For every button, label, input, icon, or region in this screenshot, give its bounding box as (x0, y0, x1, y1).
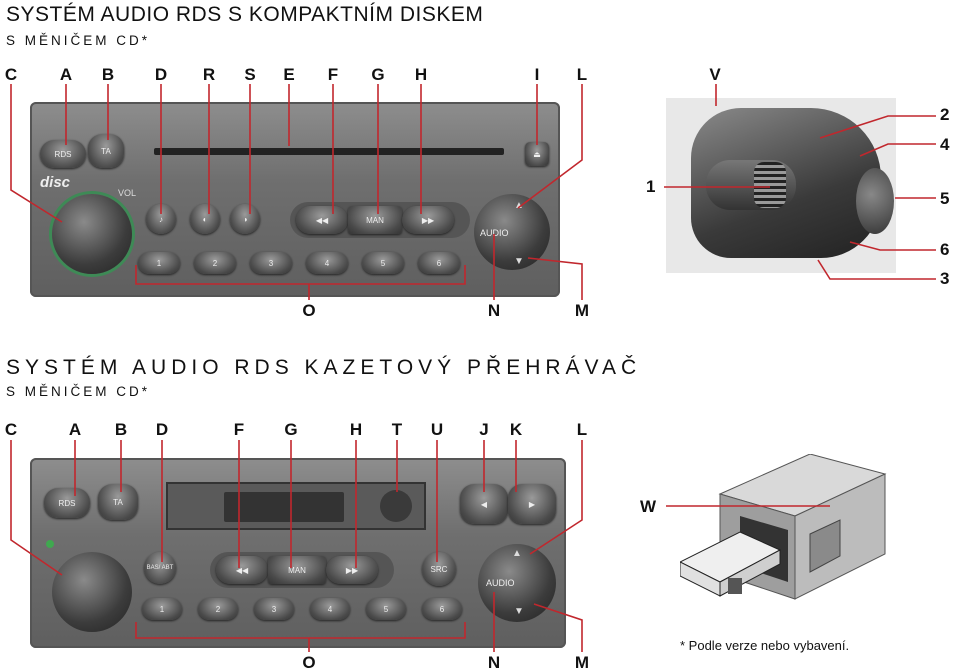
label-R: R (202, 65, 216, 84)
label-6: 6 (940, 240, 950, 259)
label-O: O (302, 301, 316, 320)
cd-slot (154, 148, 504, 155)
seek-back-button-2[interactable]: ◀◀ (216, 556, 268, 584)
label2-U: U (430, 420, 444, 439)
seek-forward-button-2[interactable]: ▶▶ (326, 556, 378, 584)
label2-B: B (114, 420, 128, 439)
preset2-5[interactable]: 5 (366, 598, 406, 620)
src-button[interactable]: SRC (422, 552, 456, 586)
audio-label-2: AUDIO (486, 578, 515, 588)
preset-6[interactable]: 6 (418, 252, 460, 274)
footnote: * Podle verze nebo vybavení. (680, 638, 850, 653)
preset-1[interactable]: 1 (138, 252, 180, 274)
section1-subtitle: S MĚNIČEM CD* (6, 33, 151, 48)
preset-4[interactable]: 4 (306, 252, 348, 274)
down-arrow-icon: ▼ (514, 256, 524, 267)
label-D: D (154, 65, 168, 84)
label2-C: C (4, 420, 18, 439)
label-G: G (371, 65, 385, 84)
label2-J: J (479, 420, 489, 439)
seek-forward-button[interactable]: ▶▶ (402, 206, 454, 234)
preset2-3[interactable]: 3 (254, 598, 294, 620)
label-C: C (4, 65, 18, 84)
vol-label: VOL (118, 188, 137, 198)
label-F: F (327, 65, 339, 84)
cassette-radio-faceplate: RDS TA ◀ ▶ BAS/ ABT ◀◀ MAN ▶▶ SRC AUDIO … (30, 458, 566, 648)
label-S: S (244, 65, 256, 84)
label-1: 1 (646, 177, 656, 196)
audio-rocker[interactable] (474, 194, 550, 270)
volume-knob[interactable] (52, 194, 132, 274)
label-L: L (576, 65, 588, 84)
preset2-4[interactable]: 4 (310, 598, 350, 620)
section2-subtitle: S MĚNIČEM CD* (6, 384, 151, 399)
ta-button-2[interactable]: TA (98, 484, 138, 520)
seek-back-button[interactable]: ◀◀ (296, 206, 348, 234)
eject-knob[interactable] (380, 490, 412, 522)
label2-N: N (487, 653, 501, 672)
cassette-door (166, 482, 426, 530)
label-W: W (639, 497, 657, 516)
man-button[interactable]: MAN (348, 206, 402, 234)
up-arrow-icon-2: ▲ (512, 548, 522, 559)
label-2: 2 (940, 105, 950, 124)
label2-T: T (391, 420, 403, 439)
preset2-2[interactable]: 2 (198, 598, 238, 620)
label-3: 3 (940, 269, 950, 288)
r-button[interactable]: ◐ (190, 204, 220, 234)
power-led (46, 540, 54, 548)
preset2-6[interactable]: 6 (422, 598, 462, 620)
label2-K: K (509, 420, 523, 439)
preset-2[interactable]: 2 (194, 252, 236, 274)
cd-changer-illustration (678, 453, 890, 604)
label2-O: O (302, 653, 316, 672)
label-H: H (414, 65, 428, 84)
rds-button-2[interactable]: RDS (44, 488, 90, 518)
label-I: I (534, 65, 540, 84)
label-V: V (709, 65, 721, 84)
label-5: 5 (940, 189, 950, 208)
rds-button[interactable]: RDS (40, 140, 86, 168)
cd-radio-faceplate: RDS TA ⏏ disc VOL ♪ ◐ ◑ ◀◀ MAN ▶▶ AUDIO … (30, 102, 560, 297)
audio-label: AUDIO (480, 228, 509, 238)
up-arrow-icon: ▲ (514, 200, 524, 211)
section1-title: SYSTÉM AUDIO RDS S KOMPAKTNÍM DISKEM (6, 3, 484, 26)
ta-button[interactable]: TA (88, 134, 124, 168)
volume-knob-2[interactable] (52, 552, 132, 632)
label2-H: H (349, 420, 363, 439)
man-button-2[interactable]: MAN (268, 556, 326, 584)
label2-A: A (68, 420, 82, 439)
bas-abt-button[interactable]: BAS/ ABT (144, 552, 176, 584)
preset2-1[interactable]: 1 (142, 598, 182, 620)
disc-logo: disc (40, 174, 71, 191)
label-A: A (59, 65, 73, 84)
down-arrow-icon-2: ▼ (514, 606, 524, 617)
preset-3[interactable]: 3 (250, 252, 292, 274)
preset-5[interactable]: 5 (362, 252, 404, 274)
eject-button[interactable]: ⏏ (525, 142, 549, 166)
label2-G: G (284, 420, 298, 439)
s-button[interactable]: ◑ (230, 204, 260, 234)
label2-L: L (576, 420, 588, 439)
label-N: N (487, 301, 501, 320)
label-4: 4 (940, 135, 950, 154)
audio-rocker-2[interactable] (478, 544, 556, 622)
label2-M: M (574, 653, 590, 672)
section2-title: SYSTÉM AUDIO RDS KAZETOVÝ PŘEHRÁVAČ (6, 356, 642, 379)
label-M: M (574, 301, 590, 320)
label2-D: D (155, 420, 169, 439)
label-E: E (283, 65, 295, 84)
label-B: B (101, 65, 115, 84)
label2-F: F (233, 420, 245, 439)
